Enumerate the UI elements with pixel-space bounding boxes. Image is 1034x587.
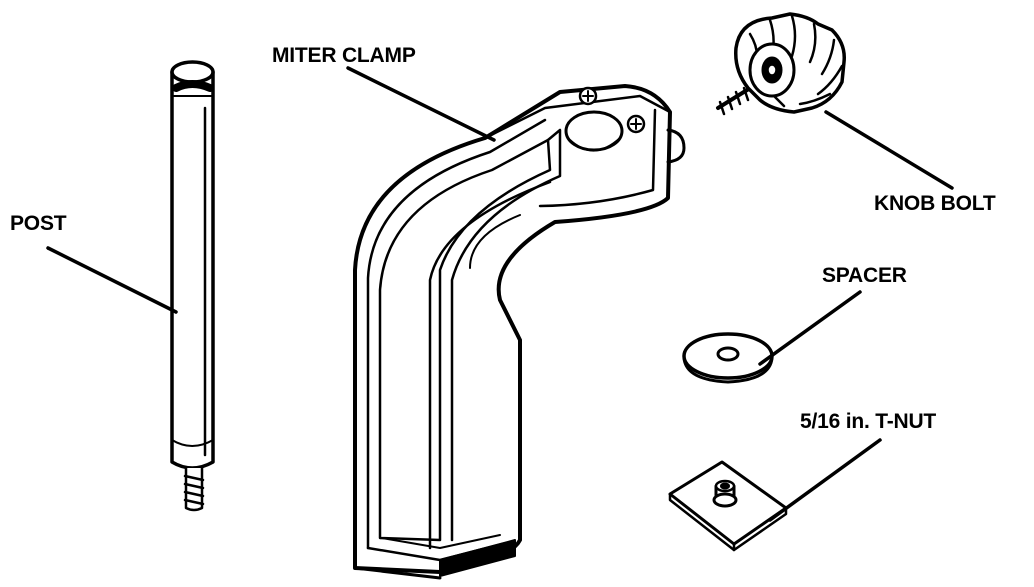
miter-clamp-leader-line [346,66,496,142]
spacer-leader-line [758,290,862,366]
t-nut-part [668,460,788,552]
post-leader-line [46,246,178,314]
post-part [170,60,215,512]
post-label: POST [10,212,67,235]
knob-bolt-label: KNOB BOLT [874,192,996,215]
spacer-part [682,332,774,384]
miter-clamp-label: MITER CLAMP [272,44,416,67]
miter-clamp-part [353,84,686,580]
spacer-label: SPACER [822,264,907,287]
knob-bolt-part [716,12,846,116]
knob-bolt-leader-line [824,110,954,190]
t-nut-leader-line [768,438,882,522]
t-nut-label: 5/16 in. T-NUT [800,410,937,433]
